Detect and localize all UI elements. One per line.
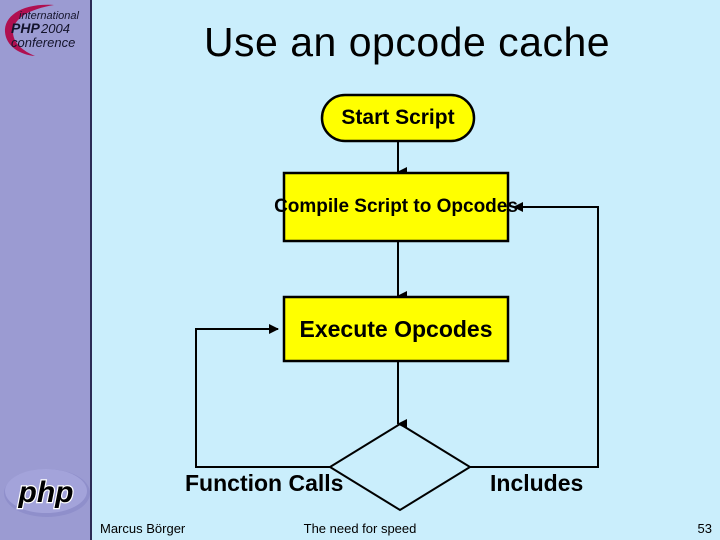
edge-includes-to-compile (513, 202, 599, 468)
node-execute-opcodes (282, 295, 510, 363)
page-title: Use an opcode cache (203, 19, 611, 65)
node-compile-script (282, 171, 510, 243)
conference-logo-brand: PHP (11, 20, 40, 36)
conference-logo: international PHP 2004 conference (2, 2, 92, 58)
footer-page-number: 53 (697, 521, 712, 536)
conference-logo-swoosh (4, 4, 54, 56)
footer-author: Marcus Börger (100, 521, 186, 536)
sidebar-band (0, 0, 92, 540)
footer: Marcus Börger The need for speed 53 (0, 519, 720, 540)
conference-logo-year: 2004 (40, 21, 70, 36)
php-logo-text: php (18, 476, 74, 509)
node-start-script (320, 93, 476, 143)
edge-funccalls-to-execute (195, 324, 279, 468)
php-logo-ellipse (5, 469, 87, 513)
php-logo: php (2, 466, 92, 522)
conference-logo-line1: international (19, 10, 79, 22)
edge-label-function-calls: Function Calls (185, 470, 344, 496)
edge-label-includes: Includes (490, 470, 584, 496)
node-decision (328, 422, 472, 512)
conference-logo-line3: conference (11, 35, 75, 50)
footer-subtitle: The need for speed (303, 521, 417, 536)
